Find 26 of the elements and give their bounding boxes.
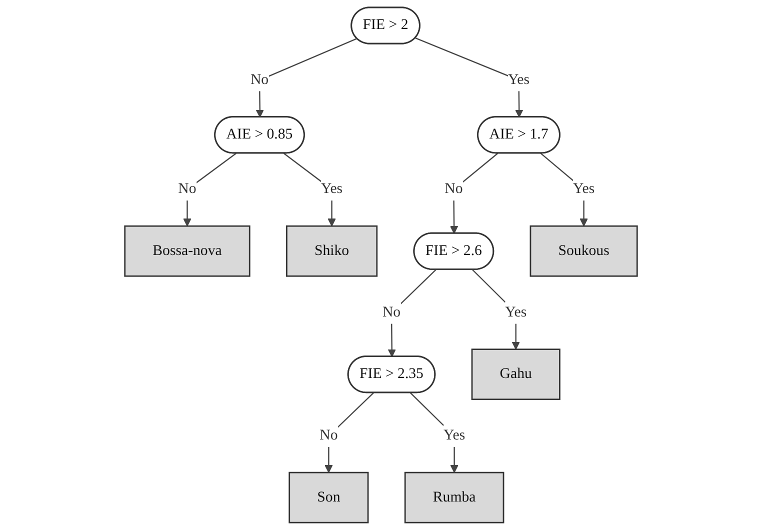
node-box: Gahu [471, 348, 560, 400]
edge-label: Yes [508, 72, 530, 88]
edge-label: No [178, 181, 196, 197]
arrow [472, 269, 520, 350]
node-box: Rumba [404, 472, 504, 524]
arrow [256, 38, 358, 118]
node-box: Shiko [286, 225, 378, 277]
arrow [324, 392, 374, 473]
edge-label: Yes [573, 181, 595, 197]
arrow [388, 269, 436, 358]
arrow [540, 152, 588, 226]
arrow [284, 152, 336, 226]
edge-label: Yes [444, 428, 466, 444]
arrow [450, 152, 498, 234]
edge-label: Yes [505, 304, 527, 320]
edge-label: No [250, 72, 269, 88]
edge-label: Yes [321, 181, 343, 197]
node-box: Soukous [530, 225, 638, 277]
edge-label: No [444, 181, 463, 197]
node-box: Son [288, 472, 369, 524]
arrow [183, 152, 236, 226]
edge-label: No [382, 304, 401, 320]
arrow [410, 392, 458, 473]
edge-label: No [320, 428, 338, 444]
arrow [415, 38, 524, 118]
node-box: Bossa-nova [124, 225, 250, 277]
